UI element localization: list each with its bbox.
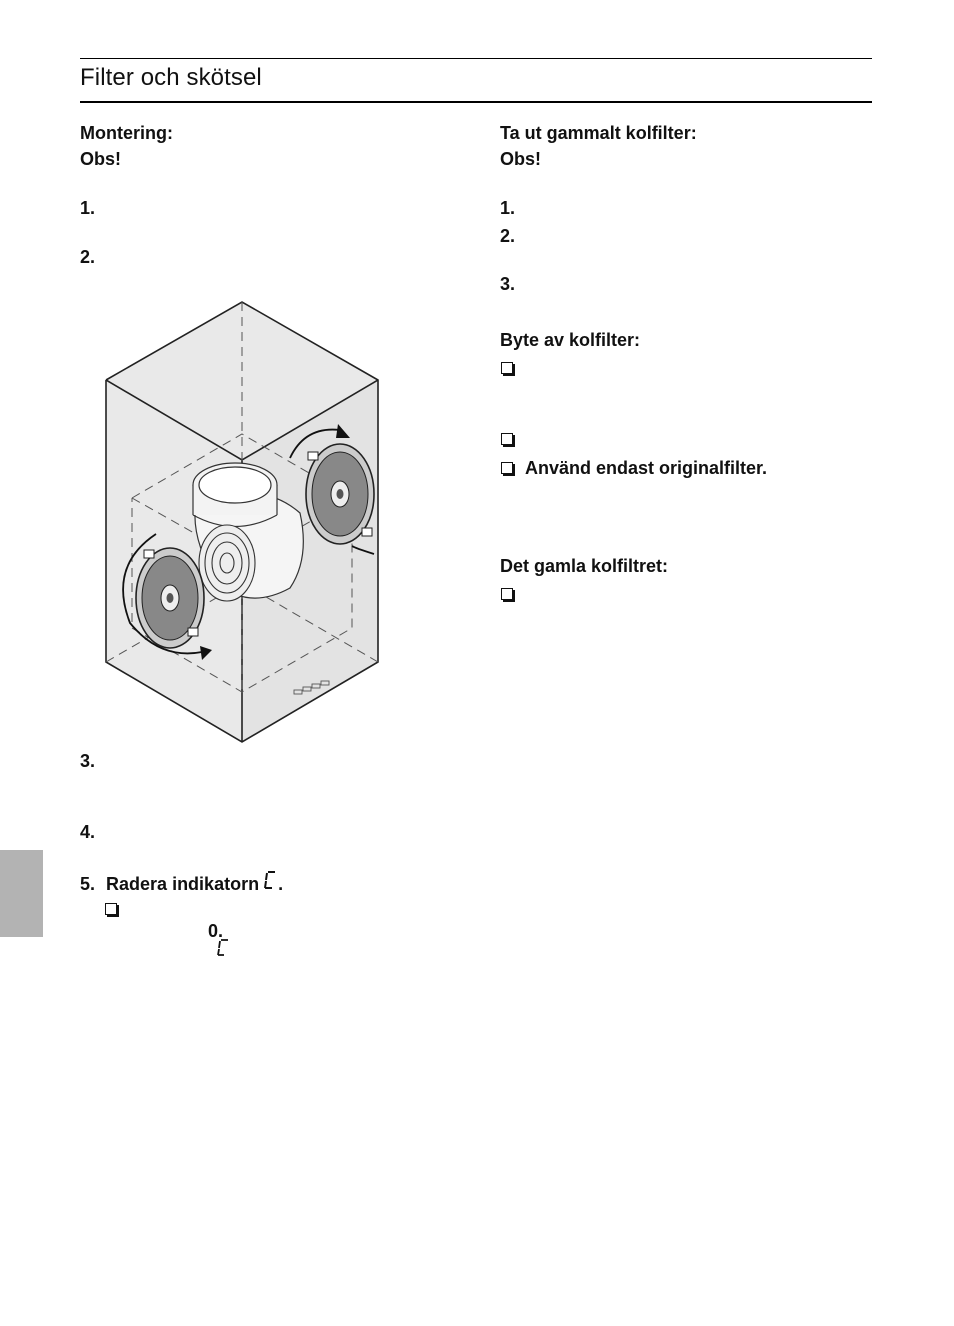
sub-value: 0.	[208, 921, 224, 941]
step-number-5-left: 5.	[80, 874, 96, 894]
bullet-box-icon	[501, 433, 513, 445]
heading-remove-filter: Ta ut gammalt kolfilter:	[500, 123, 697, 143]
section-side-tab	[0, 850, 43, 937]
step-5-line: 5. Radera indikatorn .	[80, 870, 283, 895]
step-number-3-right: 3.	[500, 274, 516, 294]
indicator-c-small-icon	[217, 939, 228, 956]
heading-old-filter: Det gamla kolfiltret:	[500, 556, 669, 576]
header-rule-bottom	[80, 101, 872, 103]
bullet-original-filter: Använd endast originalfilter.	[525, 458, 768, 478]
step-5-period: .	[278, 874, 284, 894]
bullet-box-icon	[501, 588, 513, 600]
header-rule-top	[80, 58, 872, 59]
step-5-text: Radera indikatorn	[106, 874, 260, 894]
bullet-box-icon	[501, 462, 513, 474]
bullet-box-icon	[501, 362, 513, 374]
step-number-1-left: 1.	[80, 198, 96, 218]
bullet-box-icon	[105, 903, 117, 915]
indicator-c-icon	[264, 871, 276, 889]
heading-montering: Montering:	[80, 123, 173, 143]
step-number-2-left: 2.	[80, 247, 96, 267]
obs-label-right: Obs!	[500, 149, 542, 169]
step-number-4-left: 4.	[80, 822, 96, 842]
step-number-3-left: 3.	[80, 751, 96, 771]
step-number-1-right: 1.	[500, 198, 516, 218]
obs-label-left: Obs!	[80, 149, 122, 169]
heading-change-filter: Byte av kolfilter:	[500, 330, 641, 350]
page-title: Filter och skötsel	[80, 64, 262, 91]
hood-filter-installation-diagram	[105, 301, 379, 743]
step-number-2-right: 2.	[500, 226, 516, 246]
